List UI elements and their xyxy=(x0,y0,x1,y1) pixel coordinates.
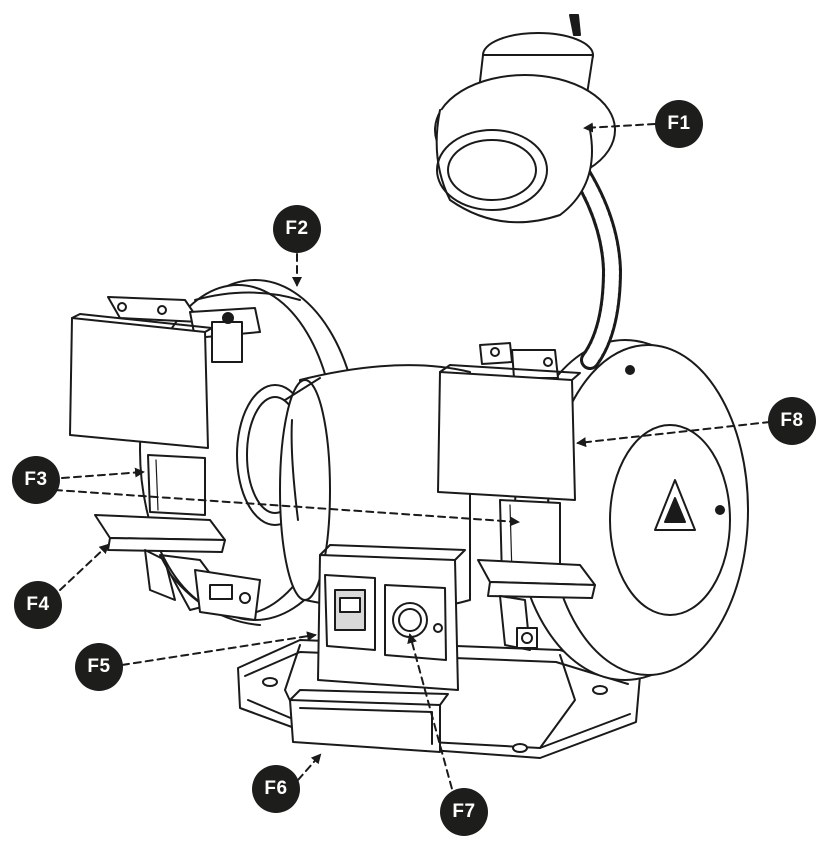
callout-f7: F7 xyxy=(440,788,488,836)
work-light xyxy=(434,14,616,224)
callout-f5: F5 xyxy=(75,643,123,691)
callout-f4: F4 xyxy=(14,581,62,629)
switch-panel xyxy=(317,544,466,691)
callout-f8: F8 xyxy=(768,397,816,445)
left-tool-rest xyxy=(94,514,231,611)
left-lower-bracket xyxy=(194,569,261,621)
leader-lines xyxy=(54,122,771,801)
right-spark-guard-bracket xyxy=(479,342,559,379)
left-grinding-wheel xyxy=(147,454,206,516)
motor-housing xyxy=(236,364,471,611)
callout-f2: F2 xyxy=(273,205,321,253)
callout-f6: F6 xyxy=(252,765,300,813)
callout-f3: F3 xyxy=(12,456,60,504)
callout-f1: F1 xyxy=(655,100,703,148)
left-eye-shield xyxy=(69,313,213,449)
right-eye-shield xyxy=(437,364,581,501)
right-tool-rest xyxy=(477,559,596,651)
